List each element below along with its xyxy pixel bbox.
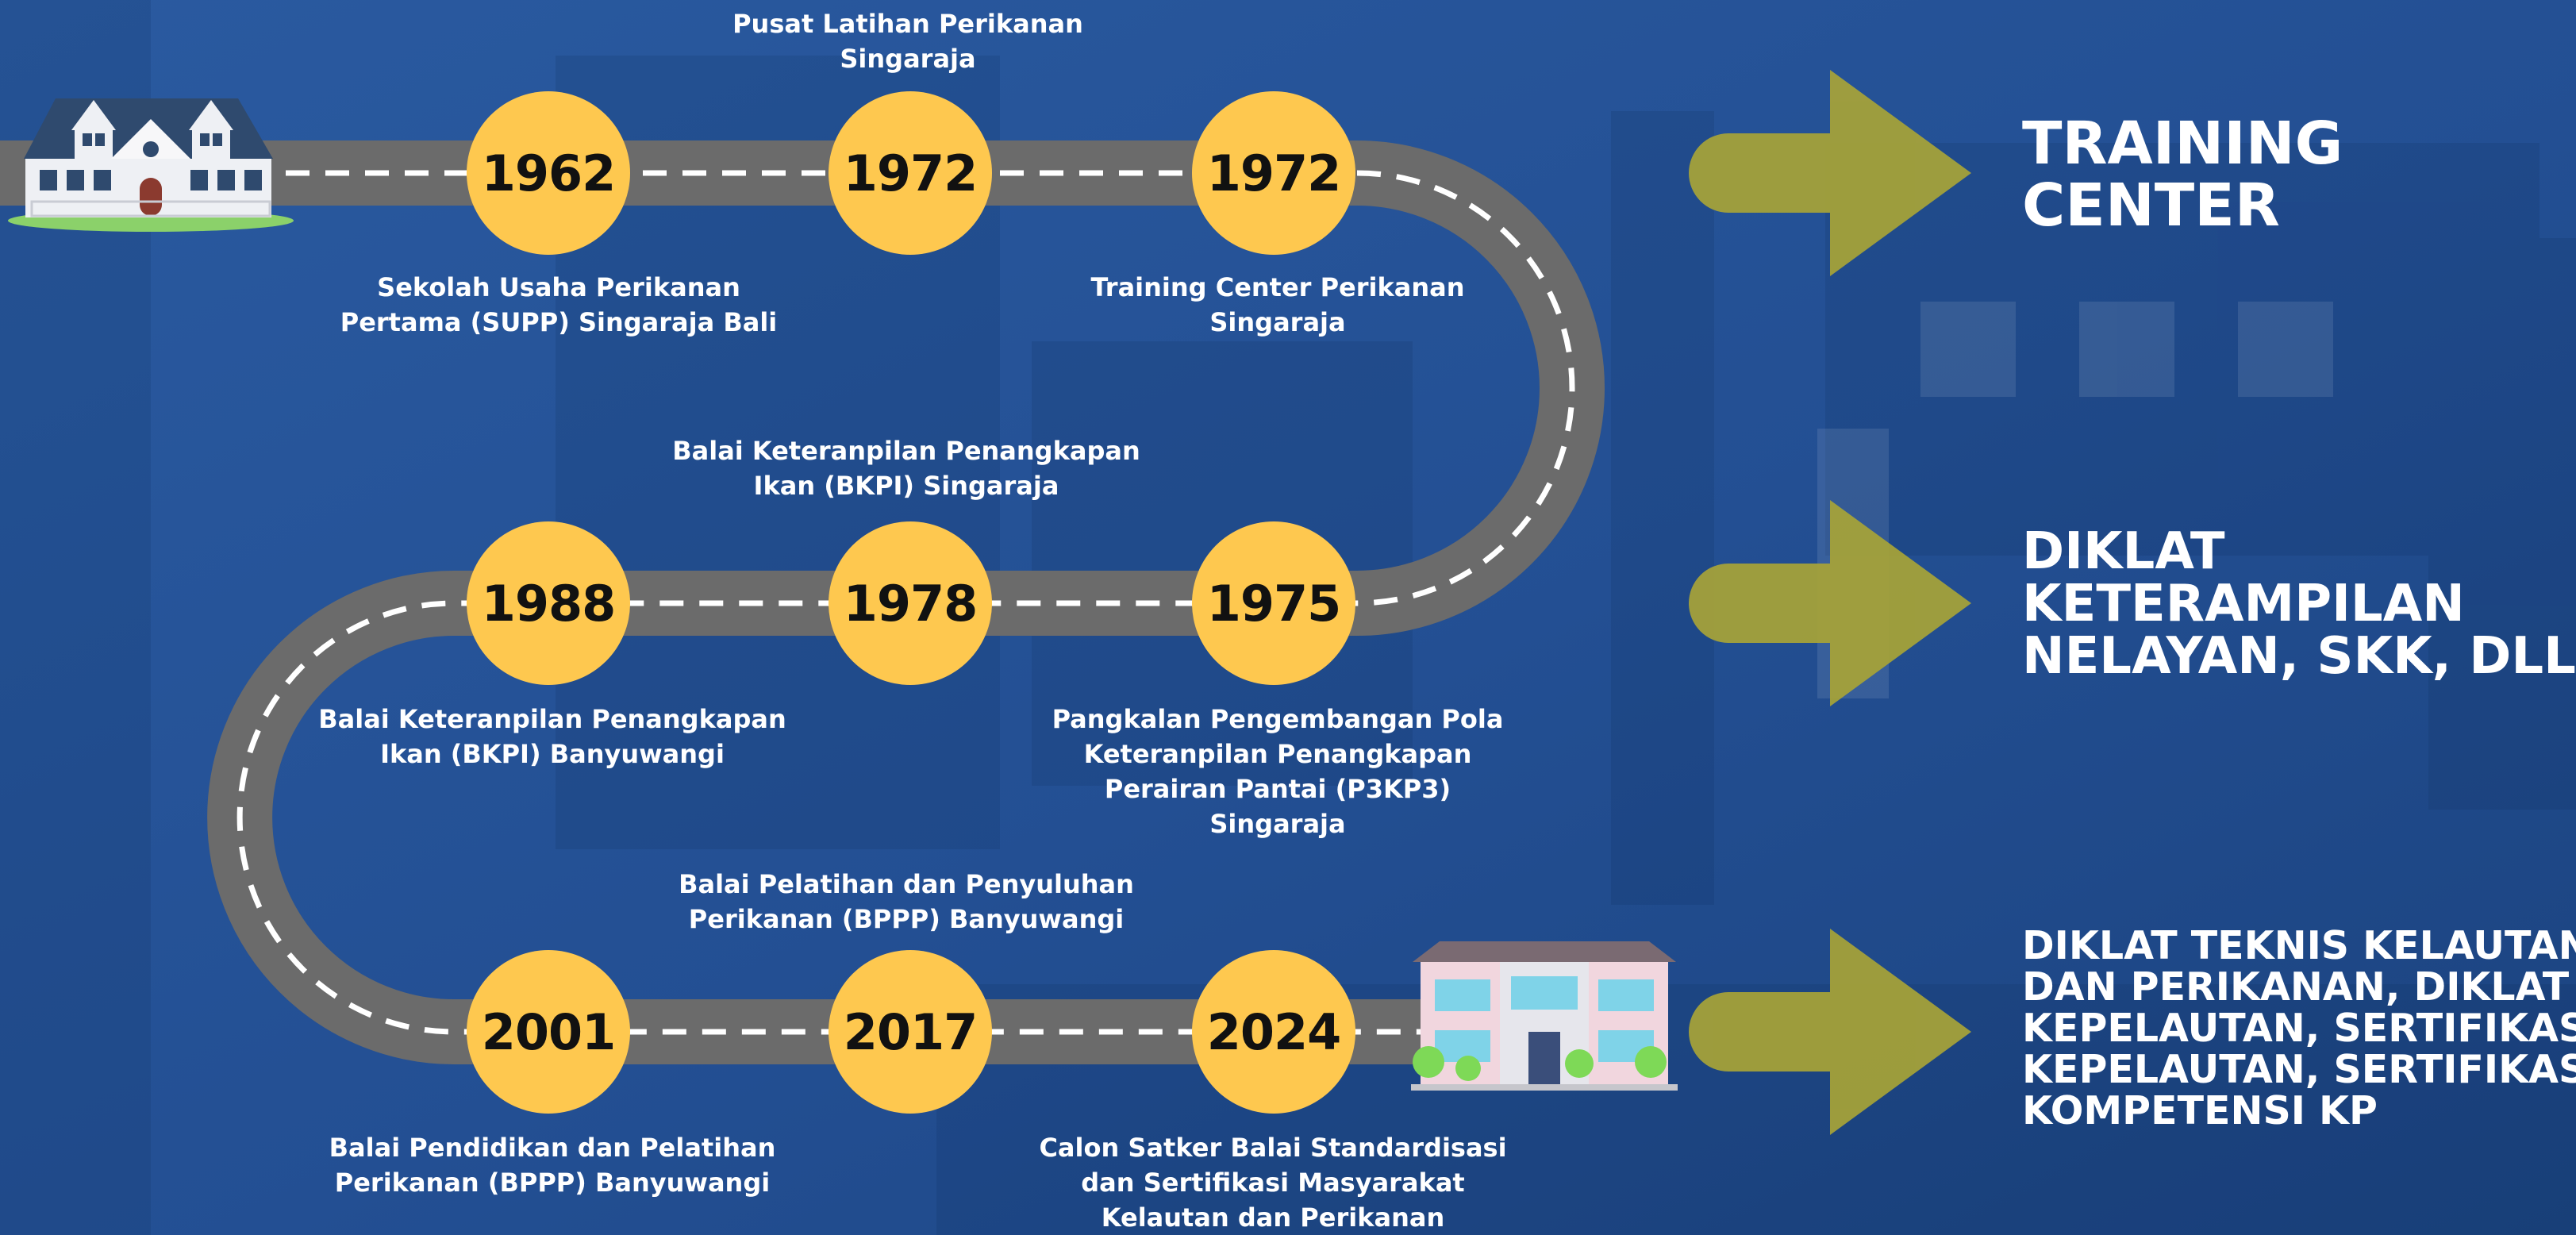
phase-heading-line: KEPELAUTAN, SERTIFIKASI bbox=[2022, 1047, 2576, 1092]
year-badge-1962: 1962 bbox=[467, 91, 630, 255]
year-badge-1978: 1978 bbox=[829, 521, 992, 685]
phase-heading-diklat-keterampilan: DIKLAT KETERAMPILAN NELAYAN, SKK, DLL bbox=[2022, 525, 2576, 683]
milestone-label-line: Pertama (SUPP) Singaraja Bali bbox=[340, 307, 778, 337]
milestone-label-line: Calon Satker Balai Standardisasi bbox=[1039, 1133, 1507, 1163]
milestone-label-line: Balai Keteranpilan Penangkapan bbox=[318, 704, 786, 734]
milestone-label-line: Kelautan dan Perikanan bbox=[1101, 1202, 1445, 1233]
year-badge-2017: 2017 bbox=[829, 950, 992, 1114]
milestone-label-1962: Sekolah Usaha Perikanan Pertama (SUPP) S… bbox=[340, 270, 778, 340]
milestone-label-1978: Balai Keteranpilan Penangkapan Ikan (BKP… bbox=[672, 433, 1140, 503]
phase-heading-line: TRAINING bbox=[2022, 110, 2343, 178]
milestone-label-1972-a: Pusat Latihan Perikanan Singaraja bbox=[732, 6, 1083, 76]
phase-heading-line: DIKLAT TEKNIS KELAUTAN bbox=[2022, 923, 2576, 968]
milestone-label-line: Singaraja bbox=[840, 44, 976, 74]
phase-heading-line: KEPELAUTAN, SERTIFIKASI bbox=[2022, 1006, 2576, 1051]
phase-arrow-1 bbox=[1689, 70, 1971, 276]
phase-heading-line: DIKLAT bbox=[2022, 522, 2225, 581]
new-office-building-icon bbox=[1411, 941, 1678, 1091]
milestone-label-line: Training Center Perikanan bbox=[1090, 272, 1465, 302]
year-badge-1972-a: 1972 bbox=[829, 91, 992, 255]
milestone-label-1972-b: Training Center Perikanan Singaraja bbox=[1090, 270, 1464, 340]
milestone-label-line: Balai Pelatihan dan Penyuluhan bbox=[679, 869, 1134, 899]
milestone-label-2017: Balai Pelatihan dan Penyuluhan Perikanan… bbox=[679, 867, 1134, 937]
milestone-label-line: Perairan Pantai (P3KP3) bbox=[1104, 774, 1451, 804]
phase-heading-diklat-teknis: DIKLAT TEKNIS KELAUTAN DAN PERIKANAN, DI… bbox=[2022, 925, 2576, 1132]
milestone-label-line: Balai Pendidikan dan Pelatihan bbox=[329, 1133, 776, 1163]
phase-heading-line: KETERAMPILAN bbox=[2022, 575, 2465, 633]
milestone-label-line: dan Sertifikasi Masyarakat bbox=[1081, 1168, 1465, 1198]
milestone-label-line: Singaraja bbox=[1209, 307, 1346, 337]
phase-heading-line: KOMPETENSI KP bbox=[2022, 1088, 2378, 1133]
milestone-label-line: Keteranpilan Penangkapan bbox=[1083, 739, 1472, 769]
milestone-label-line: Ikan (BKPI) Banyuwangi bbox=[380, 739, 725, 769]
phase-arrow-2 bbox=[1689, 500, 1971, 706]
milestone-label-2001: Balai Pendidikan dan Pelatihan Perikanan… bbox=[329, 1130, 776, 1200]
phase-heading-line: DAN PERIKANAN, DIKLAT bbox=[2022, 964, 2570, 1010]
milestone-label-1988: Balai Keteranpilan Penangkapan Ikan (BKP… bbox=[318, 702, 786, 771]
year-badge-1988: 1988 bbox=[467, 521, 630, 685]
timeline-road bbox=[0, 140, 1605, 1064]
milestone-label-line: Perikanan (BPPP) Banyuwangi bbox=[334, 1168, 771, 1198]
milestone-label-line: Perikanan (BPPP) Banyuwangi bbox=[688, 904, 1125, 934]
milestone-label-line: Balai Keteranpilan Penangkapan bbox=[672, 436, 1140, 466]
milestone-label-line: Singaraja bbox=[1209, 809, 1346, 839]
milestone-label-1975: Pangkalan Pengembangan Pola Keteranpilan… bbox=[1052, 702, 1504, 841]
year-badge-1972-b: 1972 bbox=[1192, 91, 1355, 255]
phase-heading-line: NELAYAN, SKK, DLL bbox=[2022, 627, 2576, 686]
old-school-building-icon bbox=[8, 98, 294, 232]
year-badge-1975: 1975 bbox=[1192, 521, 1355, 685]
phase-arrow-3 bbox=[1689, 929, 1971, 1135]
milestone-label-2024: Calon Satker Balai Standardisasi dan Ser… bbox=[1039, 1130, 1506, 1235]
phase-heading-training-center: TRAINING CENTER bbox=[2022, 113, 2343, 237]
milestone-label-line: Pusat Latihan Perikanan bbox=[732, 9, 1083, 39]
year-badge-2001: 2001 bbox=[467, 950, 630, 1114]
milestone-label-line: Pangkalan Pengembangan Pola bbox=[1052, 704, 1504, 734]
milestone-label-line: Ikan (BKPI) Singaraja bbox=[753, 471, 1059, 501]
year-badge-2024: 2024 bbox=[1192, 950, 1355, 1114]
milestone-label-line: Sekolah Usaha Perikanan bbox=[377, 272, 740, 302]
phase-heading-line: CENTER bbox=[2022, 171, 2280, 240]
